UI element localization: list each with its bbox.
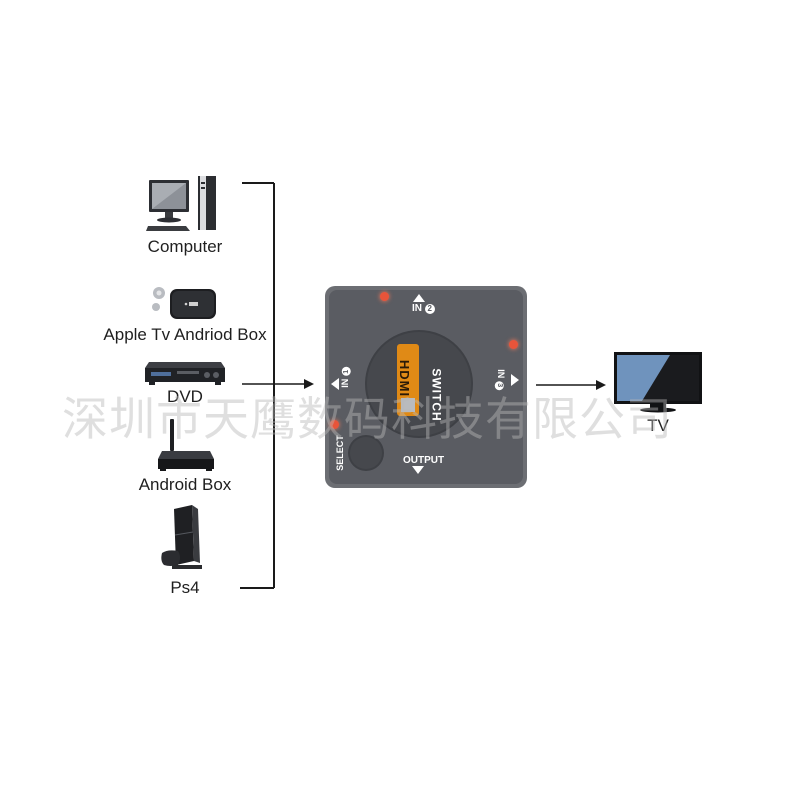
switch-port-1-in: IN — [339, 378, 350, 388]
input-arrow — [242, 379, 314, 389]
device-label-computer: Computer — [147, 237, 223, 256]
dvd-player-icon — [145, 360, 225, 386]
switch-port-1-label: IN 1 — [340, 367, 351, 388]
android-box-icon — [156, 417, 216, 473]
switch-port-1: 1 — [341, 367, 351, 377]
hdmi-switch-device — [323, 284, 529, 490]
tv-icon — [612, 350, 704, 414]
select-button[interactable] — [350, 435, 386, 471]
switch-in-text: IN — [412, 303, 422, 314]
computer-icon — [146, 174, 222, 234]
device-label-apple-tv: Apple Tv Andriod Box — [103, 325, 267, 344]
apple-tv-icon — [150, 283, 222, 323]
switch-port-2: 2 — [424, 304, 435, 314]
output-arrow — [536, 380, 606, 390]
device-label-dvd: DVD — [167, 387, 203, 406]
switch-port-3: 3 — [494, 380, 504, 390]
led-indicator-3 — [330, 420, 339, 429]
switch-port-3-label: IN 3 — [494, 369, 506, 390]
device-label-android-box: Android Box — [138, 475, 232, 494]
tv-label: TV — [647, 416, 669, 435]
switch-port-3-in: IN — [495, 369, 506, 379]
switch-brand-hdmi: HDMI — [397, 359, 413, 398]
led-indicator-1 — [380, 292, 389, 301]
switch-select-label: SELECT — [334, 435, 345, 471]
device-label-ps4: Ps4 — [170, 578, 200, 597]
switch-name-text: SWITCH — [429, 368, 444, 422]
led-indicator-2 — [509, 340, 518, 349]
switch-output-label: OUTPUT — [403, 455, 445, 466]
ps4-icon — [160, 505, 210, 573]
switch-in-label: IN 2 — [412, 303, 435, 314]
